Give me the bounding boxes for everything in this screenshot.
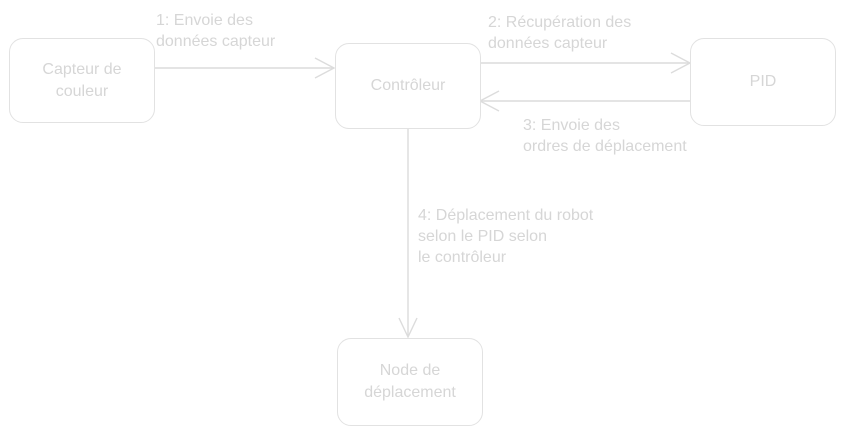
edge-2-label: 2: Récupération des données capteur [488,14,632,52]
node-deplacement: Node de déplacement [337,338,483,426]
edge-4-label: 4: Déplacement du robot selon le PID sel… [418,207,594,266]
node-controleur: Contrôleur [335,43,481,129]
edge-3-label: 3: Envoie des ordres de déplacement [523,117,687,155]
edge-4-arrowhead [398,317,418,339]
node-pid: PID [690,38,836,126]
node-deplacement-label: Node de déplacement [364,362,456,401]
node-capteur-couleur-label: Capteur de couleur [42,60,122,100]
edge-1-label: 1: Envoie des données capteur [156,12,276,50]
edge-1-arrowhead [314,57,336,79]
node-capteur-couleur: Capteur de couleur [9,38,155,123]
node-pid-label: PID [749,73,777,90]
node-controleur-label: Contrôleur [370,77,446,94]
